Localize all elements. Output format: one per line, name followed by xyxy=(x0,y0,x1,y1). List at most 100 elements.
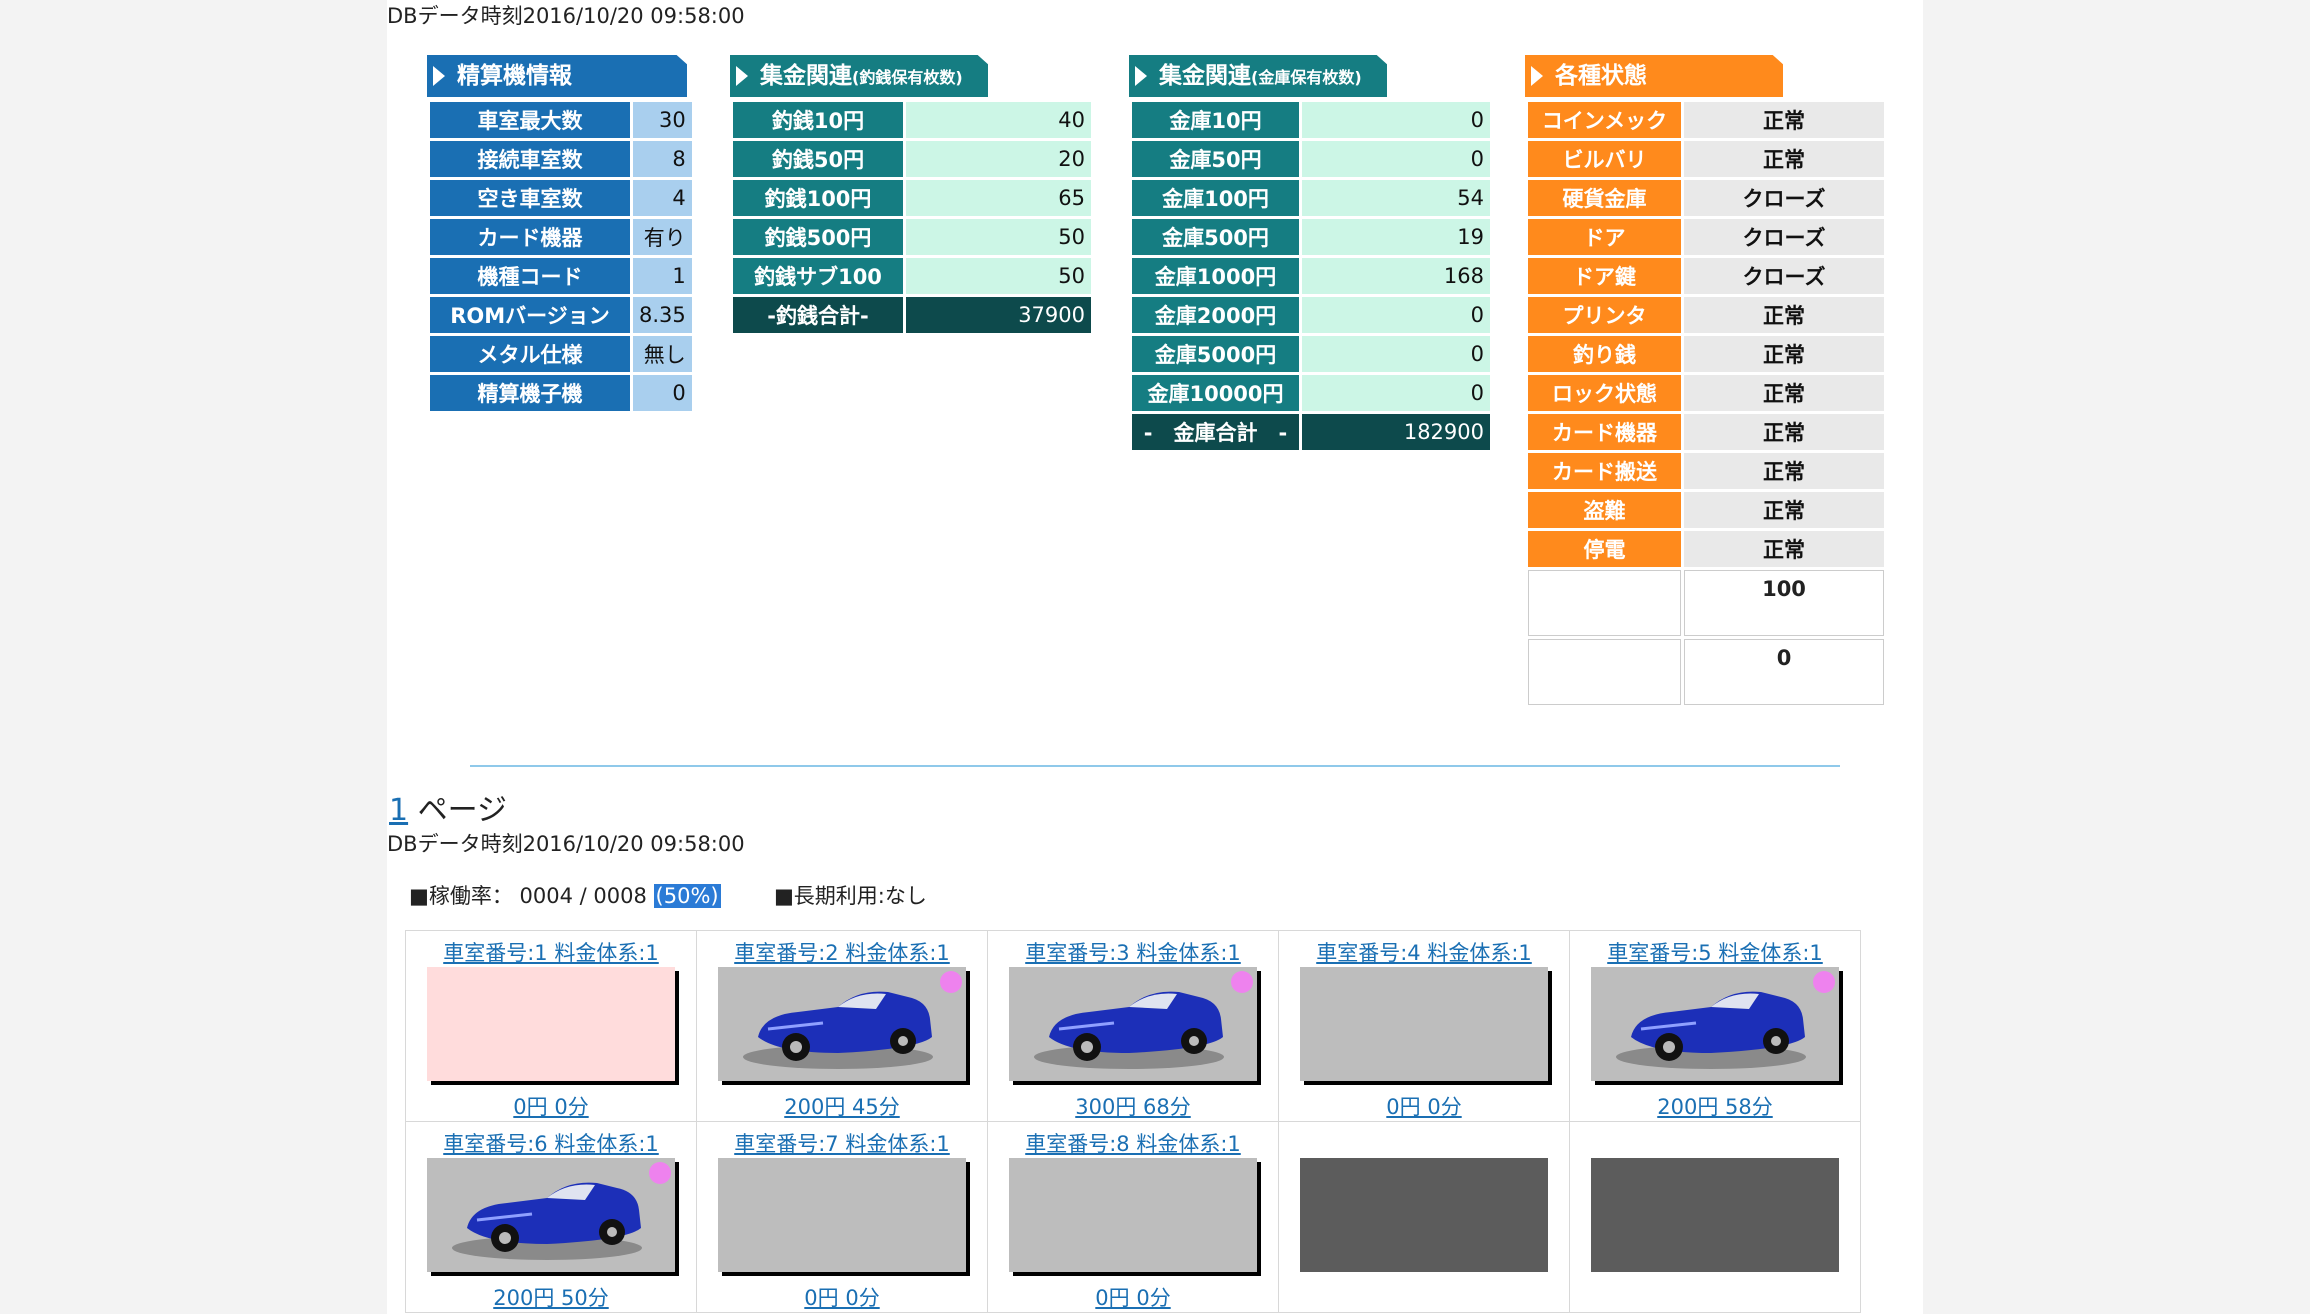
panel-title-text: 集金関連 xyxy=(1159,63,1251,89)
total-row: -釣銭合計-37900 xyxy=(733,297,1091,333)
row-label: カード搬送 xyxy=(1528,453,1681,489)
space-price-link[interactable]: 0円 0分 xyxy=(513,1095,589,1119)
extra-row: 0 xyxy=(1528,639,1884,705)
space-link[interactable]: 車室番号:1 料金体系:1 xyxy=(443,941,659,965)
space-link[interactable]: 車室番号:4 料金体系:1 xyxy=(1316,941,1532,965)
panel-row: コインメック正常 xyxy=(1528,102,1884,138)
row-label: 空き車室数 xyxy=(430,180,630,216)
total-row: - 金庫合計 -182900 xyxy=(1132,414,1490,450)
extra-blank xyxy=(1528,639,1681,705)
space-thumbnail[interactable] xyxy=(427,1158,675,1272)
space-link[interactable]: 車室番号:3 料金体系:1 xyxy=(1025,941,1241,965)
row-label: 金庫2000円 xyxy=(1132,297,1299,333)
space-price-link[interactable]: 0円 0分 xyxy=(804,1286,880,1310)
row-value: 1 xyxy=(633,258,692,294)
parking-space-cell: 車室番号:1 料金体系:1 0円 0分 xyxy=(405,930,697,1122)
parking-space-cell: 車室番号:5 料金体系:1 200円 58分 xyxy=(1569,930,1861,1122)
space-price-link[interactable]: 200円 50分 xyxy=(493,1286,609,1310)
car-image xyxy=(1616,991,1806,1069)
grid-row: 車室番号:6 料金体系:1 200円 50分 車室番号:7 料金体系:1 0円 0分 車… xyxy=(405,1121,1861,1313)
space-link[interactable]: 車室番号:6 料金体系:1 xyxy=(443,1132,659,1156)
space-thumbnail[interactable] xyxy=(718,967,966,1081)
row-value: 正常 xyxy=(1684,453,1884,489)
row-label: 金庫10000円 xyxy=(1132,375,1299,411)
space-price-link[interactable]: 300円 68分 xyxy=(1075,1095,1191,1119)
car-image xyxy=(1034,991,1224,1069)
parking-space-cell xyxy=(1278,1121,1570,1313)
row-value: 有り xyxy=(633,219,692,255)
db-timestamp-2: DBデータ時刻2016/10/20 09:58:00 xyxy=(387,832,745,856)
row-value: 50 xyxy=(906,258,1091,294)
utilization-label: ■稼働率： xyxy=(409,884,513,908)
row-label: 精算機子機 xyxy=(430,375,630,411)
total-label: - 金庫合計 - xyxy=(1132,414,1299,450)
total-value: 37900 xyxy=(906,297,1091,333)
space-link[interactable]: 車室番号:7 料金体系:1 xyxy=(734,1132,950,1156)
space-link[interactable]: 車室番号:2 料金体系:1 xyxy=(734,941,950,965)
panel-subtitle-text: (釣銭保有枚数) xyxy=(852,68,963,87)
occupied-dot-icon xyxy=(1231,971,1253,993)
space-price-link[interactable]: 200円 45分 xyxy=(784,1095,900,1119)
space-price-link[interactable]: 0円 0分 xyxy=(1386,1095,1462,1119)
parking-space-cell: 車室番号:6 料金体系:1 200円 50分 xyxy=(405,1121,697,1313)
parking-space-cell: 車室番号:2 料金体系:1 200円 45分 xyxy=(696,930,988,1122)
row-label: 停電 xyxy=(1528,531,1681,567)
space-thumbnail[interactable] xyxy=(1009,967,1257,1081)
panel-row: カード搬送正常 xyxy=(1528,453,1884,489)
page-label: ページ xyxy=(408,793,508,828)
row-label: 金庫5000円 xyxy=(1132,336,1299,372)
panel-kinko-title: 集金関連(金庫保有枚数) xyxy=(1129,55,1387,97)
row-label: ロック状態 xyxy=(1528,375,1681,411)
space-thumbnail[interactable] xyxy=(1591,1158,1839,1272)
space-link[interactable]: 車室番号:8 料金体系:1 xyxy=(1025,1132,1241,1156)
divider-line xyxy=(470,765,1840,767)
row-value: 168 xyxy=(1302,258,1490,294)
db-timestamp: DBデータ時刻2016/10/20 09:58:00 xyxy=(387,4,745,28)
row-label: 釣銭100円 xyxy=(733,180,903,216)
row-label: コインメック xyxy=(1528,102,1681,138)
panel-seisan-title: 精算機情報 xyxy=(427,55,687,97)
row-label: 機種コード xyxy=(430,258,630,294)
space-thumbnail[interactable] xyxy=(718,1158,966,1272)
row-value: 0 xyxy=(1302,141,1490,177)
panel-row: カード機器正常 xyxy=(1528,414,1884,450)
row-value: 0 xyxy=(1302,297,1490,333)
space-thumbnail[interactable] xyxy=(1009,1158,1257,1272)
extra-row: 100 xyxy=(1528,570,1884,636)
space-thumbnail[interactable] xyxy=(1300,967,1548,1081)
row-label: 金庫100円 xyxy=(1132,180,1299,216)
space-thumbnail[interactable] xyxy=(1591,967,1839,1081)
row-label: 接続車室数 xyxy=(430,141,630,177)
row-value: 50 xyxy=(906,219,1091,255)
page-link-1[interactable]: 1 xyxy=(389,793,409,828)
row-value: 65 xyxy=(906,180,1091,216)
row-value: 正常 xyxy=(1684,531,1884,567)
row-value: 8.35 xyxy=(633,297,692,333)
space-link[interactable]: 車室番号:5 料金体系:1 xyxy=(1607,941,1823,965)
row-label: 金庫1000円 xyxy=(1132,258,1299,294)
space-thumbnail[interactable] xyxy=(427,967,675,1081)
row-value: 正常 xyxy=(1684,141,1884,177)
panel-row: ドアクローズ xyxy=(1528,219,1884,255)
space-price-link[interactable]: 200円 58分 xyxy=(1657,1095,1773,1119)
panel-row: カード機器有り xyxy=(430,219,692,255)
row-value: 0 xyxy=(1302,336,1490,372)
space-price-link[interactable]: 0円 0分 xyxy=(1095,1286,1171,1310)
space-thumbnail[interactable] xyxy=(1300,1158,1548,1272)
parking-space-cell: 車室番号:3 料金体系:1 300円 68分 xyxy=(987,930,1279,1122)
row-label: カード機器 xyxy=(430,219,630,255)
row-value: 19 xyxy=(1302,219,1490,255)
panel-row: 硬貨金庫クローズ xyxy=(1528,180,1884,216)
parking-space-cell: 車室番号:4 料金体系:1 0円 0分 xyxy=(1278,930,1570,1122)
occupied-dot-icon xyxy=(940,971,962,993)
